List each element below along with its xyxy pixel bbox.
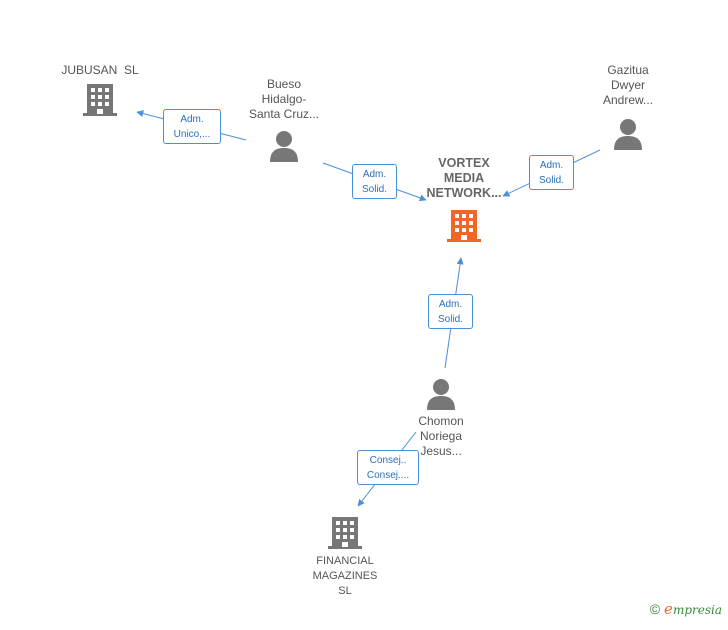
relation-label-line: Solid. [361,184,387,195]
node-financial-label: FINANCIAL MAGAZINES SL [295,554,395,599]
relation-label-line: Unico,... [173,129,211,140]
node-financial[interactable]: FINANCIAL MAGAZINES SL [295,515,395,599]
node-vortex[interactable]: VORTEX MEDIA NETWORK... [414,156,514,242]
node-vortex-label-line: NETWORK... [426,186,502,200]
empresia-logo: ©empresia [650,600,722,618]
node-chomon-label-line: Chomon [418,414,464,428]
node-chomon-label: Chomon Noriega Jesus... [391,414,491,459]
relation-label-line: Adm. [362,169,387,180]
relation-label-line: Adm. [438,299,463,310]
building-icon [83,84,117,116]
relation-label-chomon-financial[interactable]: Consej.. Consej.... [357,450,419,485]
node-gazitua[interactable]: Gazitua Dwyer Andrew... [578,63,678,150]
node-gazitua-label-line: Andrew... [602,93,654,107]
node-gazitua-label-line: Dwyer [610,78,645,92]
relation-label-chomon-vortex[interactable]: Adm. Solid. [428,294,473,329]
brand-name: mpresia [672,603,722,617]
node-jubusan-label: JUBUSAN SL [40,63,160,78]
node-financial-label-line: SL [338,585,352,597]
relation-label-line: Consej.. [369,455,407,466]
node-vortex-label-line: MEDIA [443,171,485,185]
person-icon [270,131,298,162]
node-gazitua-label-line: Gazitua [607,63,649,77]
node-chomon-label-line: Noriega [419,429,463,443]
relation-label-line: Solid. [437,314,463,325]
node-vortex-label-line: VORTEX [438,156,490,170]
relation-label-line: Consej.... [366,470,410,481]
node-bueso[interactable]: Bueso Hidalgo- Santa Cruz... [234,77,334,162]
node-financial-label-line: FINANCIAL [316,555,374,567]
relation-label-line: Solid. [538,175,564,186]
node-chomon[interactable]: Chomon Noriega Jesus... [391,378,491,459]
node-bueso-label: Bueso Hidalgo- Santa Cruz... [234,77,334,122]
relation-label-bueso-vortex[interactable]: Adm. Solid. [352,164,397,199]
person-icon [614,119,642,150]
relation-label-bueso-jubusan[interactable]: Adm. Unico,... [163,109,221,144]
node-bueso-label-line: Santa Cruz... [248,107,320,121]
brand-initial: e [664,600,673,618]
node-bueso-label-line: Bueso [266,77,302,91]
relation-label-line: Adm. [539,160,564,171]
node-financial-label-line: MAGAZINES [312,570,378,582]
relation-label-line: Adm. [180,114,204,125]
copyright-symbol: © [649,601,661,617]
node-gazitua-label: Gazitua Dwyer Andrew... [578,63,678,108]
person-icon [427,379,455,410]
building-icon [447,210,481,242]
node-jubusan-label-line: JUBUSAN SL [61,63,139,77]
node-jubusan[interactable]: JUBUSAN SL [40,63,160,116]
building-icon [328,517,362,549]
relation-label-gazitua-vortex[interactable]: Adm. Solid. [529,155,574,190]
node-vortex-label: VORTEX MEDIA NETWORK... [414,156,514,201]
node-chomon-label-line: Jesus... [420,444,462,458]
node-bueso-label-line: Hidalgo- [261,92,307,106]
